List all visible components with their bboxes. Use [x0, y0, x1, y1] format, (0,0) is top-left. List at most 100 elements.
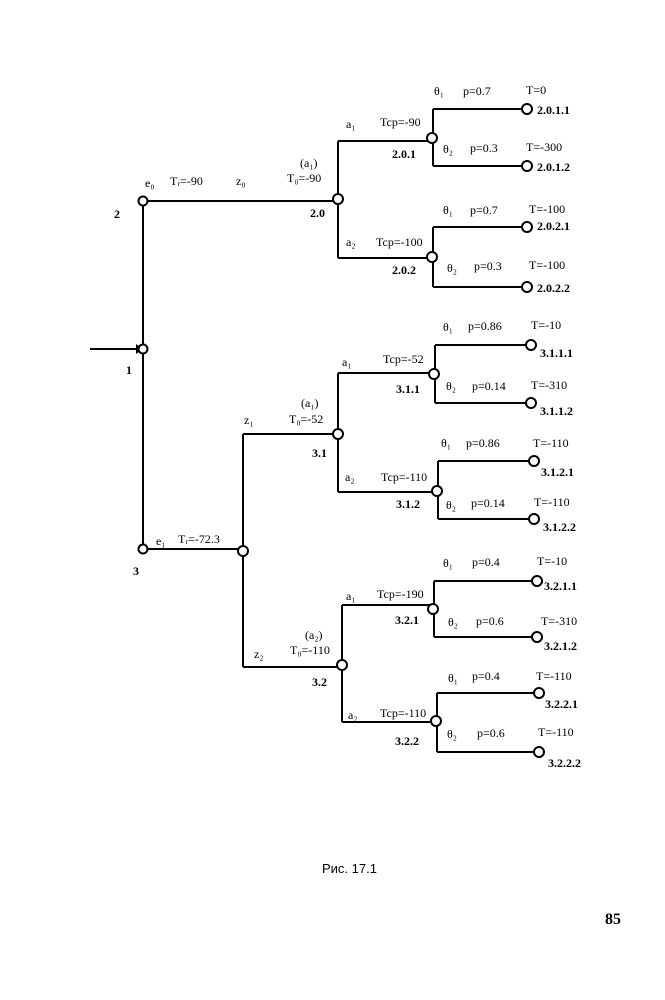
node-2-0-label: 2.0: [310, 206, 325, 220]
page-number: 85: [605, 911, 621, 928]
leaf-3-1-2-1-theta: θ₁: [441, 436, 451, 450]
branch-3-1-a1-label: a₁: [342, 355, 352, 369]
node-3-circle: [137, 543, 149, 555]
leaf-2-0-2-1-id: 2.0.2.1: [537, 219, 570, 233]
leaf-3-2-1-2-prob: p=0.6: [476, 614, 504, 628]
leaf-3-2-1-2-theta: θ₂: [448, 615, 458, 629]
node-2-0-circle: [332, 193, 344, 205]
leaf-2-0-2-2-prob: p=0.3: [474, 259, 502, 273]
leaf-3-1-2-2-theta: θ₂: [446, 498, 456, 512]
branch-2-0-a2-value: Tcp=-100: [376, 235, 423, 249]
branch-2-0-a1-label: a₁: [346, 117, 356, 131]
branch-e0-label: e₀: [145, 176, 155, 190]
leaf-3-1-1-1-circle: [525, 339, 537, 351]
leaf-3-1-1-2-circle: [525, 397, 537, 409]
leaf-2-0-2-2-circle: [521, 281, 533, 293]
leaf-2-0-2-2-id: 2.0.2.2: [537, 281, 570, 295]
node-2-0-value: T₀=-90: [287, 171, 321, 185]
leaf-2-0-1-2-id: 2.0.1.2: [537, 160, 570, 174]
branch-3-2-a2-label: a₂: [348, 708, 358, 722]
node-1-circle: [137, 343, 149, 355]
node-2-0-2-label: 2.0.2: [392, 263, 416, 277]
branch-2-0-a2-label: a₂: [346, 235, 356, 249]
leaf-3-1-2-1-value: T=-110: [533, 436, 569, 450]
leaf-labels: θ₁ p=0.7 T=0 2.0.1.1 θ₂ p=0.3 T=-300 2.0…: [434, 83, 581, 770]
node-3-1-2-label: 3.1.2: [396, 497, 420, 511]
leaf-3-2-1-1-circle: [531, 575, 543, 587]
leaf-3-2-1-2-circle: [531, 631, 543, 643]
leaf-2-0-1-1-circle: [521, 103, 533, 115]
leaf-3-1-2-2-circle: [528, 513, 540, 525]
leaf-3-1-2-2-value: T=-110: [534, 495, 570, 509]
leaf-2-0-1-1-value: T=0: [526, 83, 546, 97]
leaf-3-1-2-2-id: 3.1.2.2: [543, 520, 576, 534]
branch-e1-label: e₁: [156, 534, 166, 548]
leaf-2-0-1-1-prob: p=0.7: [463, 84, 491, 98]
leaf-2-0-2-1-value: T=-100: [529, 202, 565, 216]
branch-3-1-a2-value: Tcp=-110: [381, 470, 427, 484]
leaf-2-0-2-1-theta: θ₁: [443, 203, 453, 217]
branch-3-2-a1-label: a₁: [346, 589, 356, 603]
leaf-3-1-1-1-id: 3.1.1.1: [540, 346, 573, 360]
node-3-1-1-circle: [428, 368, 440, 380]
node-2-0-action: (a₁): [300, 156, 318, 170]
leaf-2-0-1-2-value: T=-300: [526, 140, 562, 154]
leaf-3-2-2-2-value: T=-110: [538, 725, 574, 739]
branch-z0-label: z₀: [236, 174, 246, 188]
node-2-0-1-label: 2.0.1: [392, 147, 416, 161]
branch-z1-label: z₁: [244, 413, 254, 427]
node-1-label: 1: [126, 363, 132, 377]
leaf-3-1-1-2-theta: θ₂: [446, 379, 456, 393]
node-3-label: 3: [133, 564, 139, 578]
node-3-2-1-label: 3.2.1: [395, 613, 419, 627]
leaf-3-1-2-1-id: 3.1.2.1: [541, 465, 574, 479]
leaf-2-0-2-2-value: T=-100: [529, 258, 565, 272]
leaf-3-2-1-1-theta: θ₁: [443, 556, 453, 570]
node-3-1-value: T₀=-52: [289, 412, 323, 426]
branch-e0-value: Tᵣ=-90: [170, 174, 203, 188]
leaf-2-0-1-1-theta: θ₁: [434, 84, 444, 98]
leaf-2-0-2-2-theta: θ₂: [447, 261, 457, 275]
leaf-3-1-1-1-theta: θ₁: [443, 320, 453, 334]
node-3-1-label: 3.1: [312, 446, 327, 460]
node-3-2-1-circle: [427, 603, 439, 615]
figure-caption: Рис. 17.1: [322, 861, 377, 876]
node-2-0-1-circle: [426, 132, 438, 144]
leaf-3-2-1-1-id: 3.2.1.1: [544, 579, 577, 593]
tree-nodes: [137, 103, 545, 758]
node-3-2-2-circle: [430, 715, 442, 727]
leaf-3-2-2-2-theta: θ₂: [447, 727, 457, 741]
node-3-1-2-circle: [431, 485, 443, 497]
leaf-3-2-2-1-theta: θ₁: [448, 671, 458, 685]
leaf-2-0-1-1-id: 2.0.1.1: [537, 103, 570, 117]
leaf-3-2-2-1-value: T=-110: [536, 669, 572, 683]
node-3-1-1-label: 3.1.1: [396, 382, 420, 396]
node-3-1-circle: [332, 428, 344, 440]
leaf-3-1-2-1-prob: p=0.86: [466, 436, 500, 450]
leaf-2-0-1-2-prob: p=0.3: [470, 141, 498, 155]
node-3-1-action: (a₁): [301, 396, 319, 410]
node-2-label: 2: [114, 207, 120, 221]
leaf-2-0-2-1-circle: [521, 221, 533, 233]
leaf-3-1-1-2-prob: p=0.14: [472, 379, 506, 393]
branch-e1-value: Tᵣ=-72.3: [178, 532, 220, 546]
node-3-branch-circle: [237, 545, 249, 557]
leaf-3-2-2-1-id: 3.2.2.1: [545, 697, 578, 711]
leaf-3-1-2-2-prob: p=0.14: [471, 496, 505, 510]
node-3-2-action: (a₂): [305, 628, 323, 642]
leaf-3-2-1-2-id: 3.2.1.2: [544, 639, 577, 653]
leaf-3-1-1-2-id: 3.1.1.2: [540, 404, 573, 418]
branch-labels: e₀ Tᵣ=-90 z₀ (a₁) T₀=-90 a₁ Tcp=-90 a₂ T…: [145, 115, 427, 722]
branch-z2-label: z₂: [254, 647, 264, 661]
leaf-3-2-2-1-prob: p=0.4: [472, 669, 500, 683]
branch-3-2-a2-value: Tcp=-110: [380, 706, 426, 720]
leaf-2-0-1-2-circle: [521, 160, 533, 172]
node-3-2-value: T₀=-110: [290, 643, 330, 657]
leaf-3-2-2-1-circle: [533, 687, 545, 699]
leaf-3-1-1-1-value: T=-10: [531, 318, 561, 332]
node-3-2-2-label: 3.2.2: [395, 734, 419, 748]
node-3-2-label: 3.2: [312, 675, 327, 689]
leaf-3-2-1-1-prob: p=0.4: [472, 555, 500, 569]
leaf-3-1-2-1-circle: [528, 455, 540, 467]
